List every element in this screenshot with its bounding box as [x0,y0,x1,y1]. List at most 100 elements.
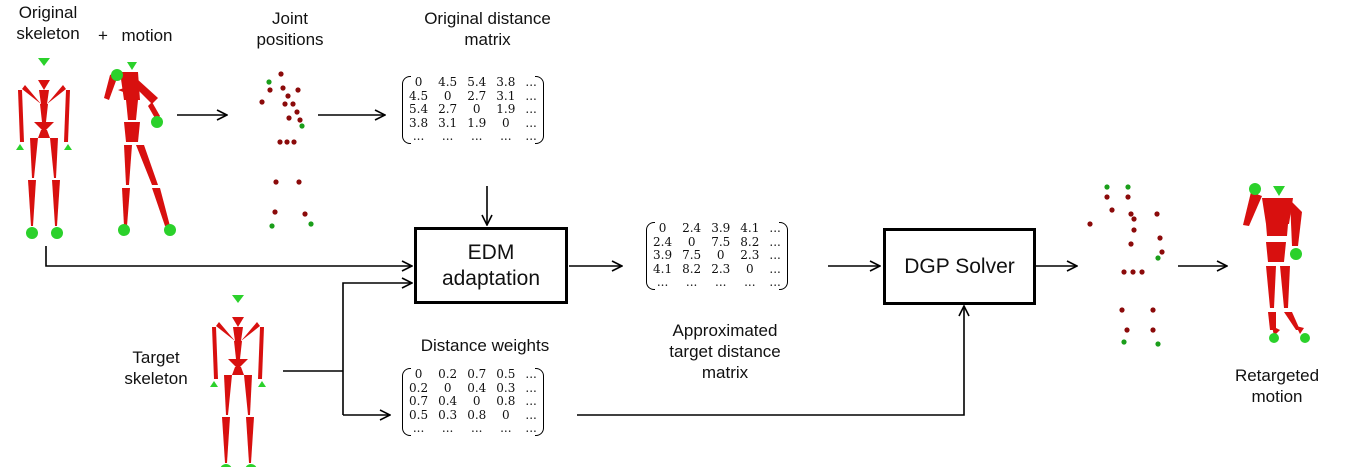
matrix-cell: ... [525,394,537,408]
matrix-cell: 5.4 [467,75,487,89]
skeleton-bone [232,295,244,303]
skeleton-bone [16,144,24,150]
matrix-cell: 0 [502,115,510,130]
matrix-cell: 3.9 [653,248,673,262]
skeleton-foot-joint [26,227,38,239]
matrix-cell: 0.3 [438,407,458,422]
matrix-cell: 5.4 [409,102,429,116]
skeleton-bone [22,85,41,104]
output-pointcloud [1087,184,1165,347]
matrix-cell: 0 [716,248,725,262]
matrix-cell: ... [525,115,537,130]
plus-label: + [98,26,108,45]
skeleton-bone [38,130,50,138]
skeleton-bone [30,138,38,178]
matrix-cell: ... [525,129,537,143]
matrix-cell: ... [412,129,425,143]
skeleton-bone [258,381,266,387]
matrix-cell: 0.4 [467,380,487,395]
original-skeleton-figure [16,58,72,239]
skeleton-bone [18,90,24,142]
matrix-cell: ... [715,275,727,289]
matrix-cell: 2.7 [438,102,458,116]
matrix-cell: 0.3 [496,380,516,395]
original-distance-matrix-label: Original distance matrix [424,9,551,49]
skeleton-foot-joint [220,464,232,467]
skeleton-bone [64,90,70,142]
matrix-cell: 0.5 [496,367,516,381]
dgp-solver-box: DGP Solver [883,228,1036,305]
skeleton-bone [38,58,50,66]
retargeted-motion-label: Retargeted motion [1234,366,1320,406]
skeleton-bone [222,417,230,463]
matrix-cell: 8.2 [682,261,702,276]
approximated-target-label: Approximated target distance matrix [669,321,781,382]
matrix-row: ............... [404,421,542,436]
skeleton-bone [216,322,235,341]
skeleton-foot-joint [51,227,63,239]
matrix-cell: ... [769,248,781,262]
matrix-cell: 0 [414,75,423,89]
matrix-cell: 0.7 [409,394,429,408]
matrix-cell: 0 [472,102,481,116]
matrix-cell: ... [441,421,454,435]
matrix-bracket-right [534,368,544,436]
matrix-cell: 4.5 [409,88,429,103]
motion-pose-figure [104,62,176,236]
skeleton-bone [210,381,218,387]
arrow-target-to-edm [342,283,412,415]
matrix-cell: ... [525,88,537,103]
matrix-cell: 0 [443,88,452,103]
retargeted-motion-figure [1243,183,1310,343]
matrix-cell: ... [525,102,537,116]
matrix-cell: 0.5 [409,407,429,422]
skeleton-bone [47,85,66,104]
matrix-cell: 2.3 [711,261,731,276]
matrix-cell: 2.4 [653,234,673,249]
matrix-cell: 0 [658,221,667,235]
skeleton-bone [232,317,244,327]
matrix-cell: 8.2 [740,234,760,249]
skeleton-bone [233,327,243,341]
matrix-cell: 1.9 [467,115,487,130]
matrix-cell: 0 [746,261,754,276]
matrix-cell: 0.7 [467,367,487,381]
matrix-bracket-right [778,222,788,290]
matrix-row: ............... [648,275,786,290]
matrix-cell: 0.2 [409,380,429,395]
matrix-cell: ... [525,407,537,422]
matrix-cell: 3.8 [496,75,516,89]
matrix-cell: 4.1 [740,221,760,235]
matrix-cell: ... [744,275,756,289]
matrix-cell: 0 [472,394,481,408]
target-skeleton-label: Target skeleton [124,348,188,388]
skeleton-bone [64,144,72,150]
matrix-cell: 0.8 [467,407,487,422]
skeleton-bone [228,359,248,369]
matrix-cell: ... [525,421,537,435]
matrix-cell: ... [769,234,781,249]
edm-adaptation-box: EDM adaptation [414,227,568,304]
original-skeleton-label: Original skeleton [16,3,80,43]
skeleton-foot-joint [245,464,257,467]
matrix-cell: ... [525,75,537,89]
skeleton-bone [224,375,232,415]
skeleton-bone [38,80,50,90]
matrix-cell: ... [525,367,537,381]
target-skeleton-figure [210,295,266,467]
skeleton-bone [39,90,49,104]
skeleton-bone [232,367,244,375]
matrix-cell: 4.1 [653,261,673,276]
